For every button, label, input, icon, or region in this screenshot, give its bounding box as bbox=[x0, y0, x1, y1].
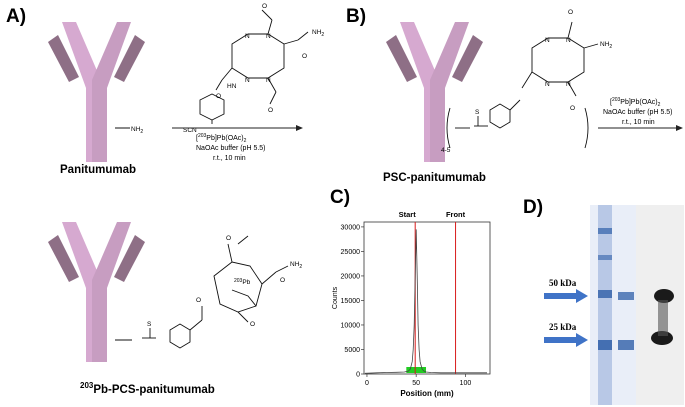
psc-n-4: N bbox=[545, 81, 550, 88]
psc-multiplier: 4-5 bbox=[441, 147, 451, 154]
coomassie-gel bbox=[590, 205, 636, 405]
y-tick-label: 0 bbox=[356, 372, 360, 379]
panitumumab-caption: Panitumumab bbox=[60, 164, 136, 176]
x-tick-label: 50 bbox=[412, 380, 420, 387]
pb-pcs-antibody-icon bbox=[48, 222, 145, 362]
annotation-label-start: Start bbox=[399, 210, 417, 219]
marker-50-label: 50 kDa bbox=[549, 278, 577, 288]
y-tick-label: 30000 bbox=[341, 224, 361, 231]
x-tick-label: 100 bbox=[460, 380, 472, 387]
panel-b-letter: B) bbox=[346, 6, 366, 27]
autoradiograph bbox=[636, 205, 684, 405]
amine-label: NH2 bbox=[131, 126, 143, 135]
y-tick-label: 5000 bbox=[344, 347, 360, 354]
pb-o-amide: O bbox=[196, 297, 201, 304]
conditions-b-line2: NaOAc buffer (pH 5.5) bbox=[603, 109, 673, 116]
reagent-n-4: N bbox=[245, 77, 250, 84]
pb-pcs-caption: 203Pb-PCS-panitumumab bbox=[80, 381, 215, 396]
reagent-n-3: N bbox=[266, 77, 271, 84]
y-tick-label: 20000 bbox=[341, 273, 361, 280]
psc-n-2: N bbox=[566, 37, 571, 44]
pb-nh2-label: NH2 bbox=[290, 261, 302, 270]
conditions-a-line2: NaOAc buffer (pH 5.5) bbox=[196, 145, 266, 152]
pb-metal-label: 203Pb bbox=[234, 278, 251, 286]
radio-tlc-chart: 0 5000 10000 15000 20000 25000 30000 0 50 100Posi… bbox=[332, 210, 491, 398]
reagent-oh-top: O bbox=[262, 3, 267, 10]
reagent-oh-bottom: O bbox=[268, 107, 273, 114]
panitumumab-antibody-icon bbox=[48, 22, 145, 162]
y-axis-label: Counts bbox=[332, 286, 339, 309]
psc-s-label: S bbox=[475, 109, 480, 116]
x-axis-label: Position (mm) bbox=[400, 389, 454, 398]
psc-n-1: N bbox=[545, 37, 550, 44]
reagent-o-right: O bbox=[302, 53, 307, 60]
panel-c-letter: C) bbox=[330, 187, 350, 208]
pb-o-bottom: O bbox=[250, 321, 255, 328]
conditions-a-line3: r.t., 10 min bbox=[213, 155, 246, 162]
reagent-nh2-label: NH2 bbox=[312, 29, 324, 38]
psc-oh-top: O bbox=[568, 9, 573, 16]
psc-oh-bottom: O bbox=[570, 105, 575, 112]
marker-50-arrow-icon bbox=[544, 289, 588, 303]
reagent-nh-label: HN bbox=[227, 83, 237, 90]
conditions-b-line1: [203Pb]Pb(OAc)2 bbox=[610, 97, 661, 108]
x-tick-label: 0 bbox=[365, 380, 369, 387]
scn-label: SCN bbox=[183, 127, 197, 134]
psc-conjugate-structure bbox=[446, 21, 599, 149]
y-tick-label: 15000 bbox=[341, 298, 361, 305]
conditions-b-line3: r.t., 10 min bbox=[622, 119, 655, 126]
panel-d-letter: D) bbox=[523, 197, 543, 218]
pb-o-right: O bbox=[280, 277, 285, 284]
annotation-label-front: Front bbox=[446, 210, 466, 219]
y-tick-label: 10000 bbox=[341, 322, 361, 329]
chelator-reagent-structure bbox=[199, 9, 309, 124]
plot-frame bbox=[363, 221, 491, 375]
marker-25-label: 25 kDa bbox=[549, 322, 577, 332]
marker-25-arrow-icon bbox=[544, 333, 588, 347]
region-band bbox=[406, 367, 427, 373]
conditions-a-line1: [203Pb]Pb(OAc)2 bbox=[196, 133, 247, 144]
psc-panitumumab-antibody-icon bbox=[386, 22, 483, 162]
psc-nh2-label: NH2 bbox=[600, 41, 612, 50]
pb-o-top: O bbox=[226, 235, 231, 242]
pb-s-label: S bbox=[147, 321, 152, 328]
y-tick-label: 25000 bbox=[341, 249, 361, 256]
reagent-n-1: N bbox=[245, 33, 250, 40]
reagent-n-2: N bbox=[266, 33, 271, 40]
psc-n-3: N bbox=[566, 81, 571, 88]
pb-complex-structure bbox=[115, 235, 289, 349]
panel-a-letter: A) bbox=[6, 6, 26, 27]
psc-panitumumab-caption: PSC-panitumumab bbox=[383, 172, 486, 184]
reagent-o-amide: O bbox=[216, 93, 221, 100]
series-line-0 bbox=[364, 229, 487, 374]
